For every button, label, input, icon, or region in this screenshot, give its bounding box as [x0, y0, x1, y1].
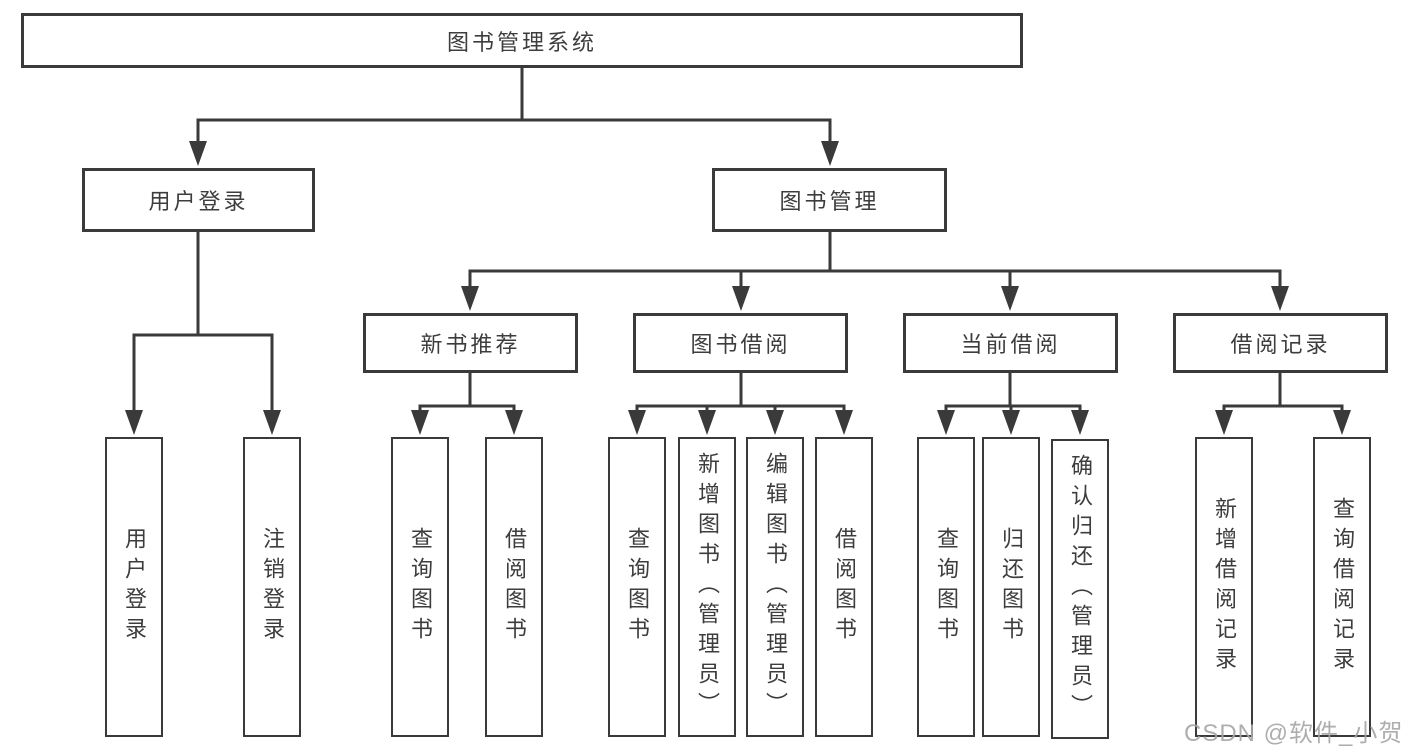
node-label: 新书推荐 [420, 332, 521, 357]
node-user-login: 用户登录 [82, 168, 315, 232]
node-label: 新增图书（管理员） [695, 452, 720, 722]
connector-bookmgmt-to-level3 [468, 232, 1282, 290]
node-label: 用户登录 [122, 527, 147, 647]
node-label: 新增借阅记录 [1212, 497, 1237, 677]
arrowheads-userlogin-leaves [125, 410, 281, 435]
node-label: 确认归还（管理员） [1068, 454, 1093, 724]
node-label: 注销登录 [260, 527, 285, 647]
connector-level3-to-leaves [418, 373, 1344, 412]
arrowheads-level2 [189, 141, 839, 166]
node-label: 查询图书 [408, 527, 433, 647]
leaf-borrow-books-recommend: 借阅图书 [485, 437, 543, 737]
node-new-book-recommend: 新书推荐 [363, 313, 578, 373]
leaf-query-books-current: 查询图书 [917, 437, 975, 737]
leaf-add-borrow-record: 新增借阅记录 [1195, 437, 1253, 737]
connector-root-to-level2 [196, 68, 832, 145]
node-book-borrow: 图书借阅 [633, 313, 848, 373]
node-label: 图书借阅 [690, 332, 791, 357]
node-label: 借阅记录 [1230, 332, 1331, 357]
leaf-borrow-books: 借阅图书 [815, 437, 873, 737]
leaf-return-books: 归还图书 [982, 437, 1040, 737]
leaf-query-borrow-record: 查询借阅记录 [1313, 437, 1371, 737]
leaf-user-login: 用户登录 [105, 437, 163, 737]
leaf-query-books-borrow: 查询图书 [608, 437, 666, 737]
node-book-management: 图书管理 [712, 168, 947, 232]
connector-userlogin-to-leaves [132, 232, 274, 412]
leaf-confirm-return-admin: 确认归还（管理员） [1051, 439, 1109, 739]
leaf-edit-books-admin: 编辑图书（管理员） [746, 437, 804, 737]
arrowheads-level3 [461, 286, 1289, 311]
node-label: 查询借阅记录 [1330, 497, 1355, 677]
leaf-logout: 注销登录 [243, 437, 301, 737]
node-label: 归还图书 [999, 527, 1024, 647]
node-root-system: 图书管理系统 [21, 13, 1023, 68]
node-borrow-records: 借阅记录 [1173, 313, 1388, 373]
node-current-borrow: 当前借阅 [903, 313, 1118, 373]
node-label: 查询图书 [934, 527, 959, 647]
node-label: 当前借阅 [960, 332, 1061, 357]
node-label: 图书管理 [779, 189, 880, 214]
arrowheads-leaves [411, 410, 1351, 435]
node-label: 查询图书 [625, 527, 650, 647]
csdn-watermark: CSDN @软件_小贺同学 [1184, 720, 1405, 747]
node-label: 图书管理系统 [446, 29, 597, 55]
leaf-add-books-admin: 新增图书（管理员） [678, 437, 736, 737]
node-label: 借阅图书 [502, 527, 527, 647]
leaf-query-books-recommend: 查询图书 [391, 437, 449, 737]
node-label: 编辑图书（管理员） [763, 452, 788, 722]
node-label: 借阅图书 [832, 527, 857, 647]
node-label: 用户登录 [148, 189, 249, 214]
